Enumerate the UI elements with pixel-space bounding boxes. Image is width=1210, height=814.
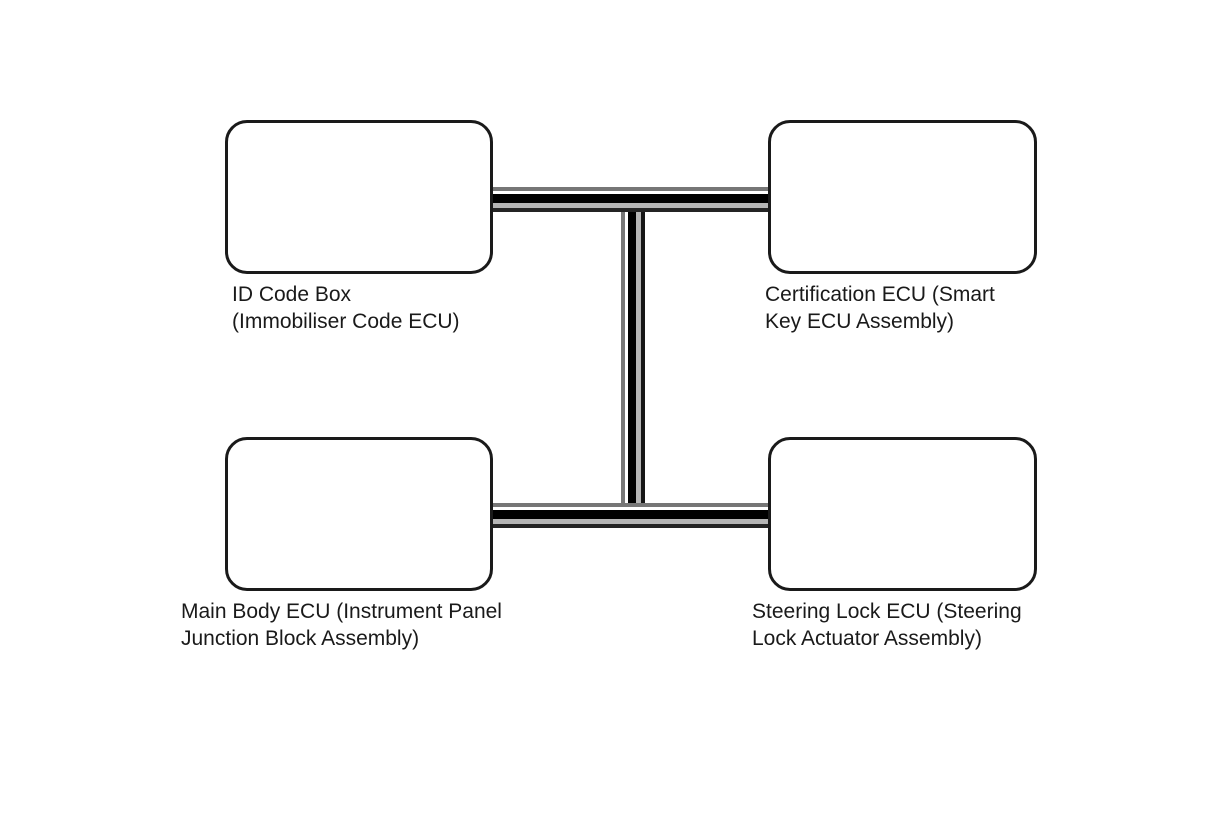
label-line: (Immobiliser Code ECU) <box>232 310 460 333</box>
label-line: ID Code Box <box>232 283 352 306</box>
label-line: Lock Actuator Assembly) <box>752 627 982 650</box>
bus-line-bottom-horizontal <box>491 503 770 528</box>
node-label-steering-lock-ecu: Steering Lock ECU (Steering Lock Actuato… <box>752 598 1022 652</box>
label-line: Junction Block Assembly) <box>181 627 420 650</box>
label-line: Key ECU Assembly) <box>765 310 955 333</box>
node-box-steering-lock-ecu <box>768 437 1037 591</box>
bus-line-vertical <box>621 196 645 518</box>
label-line: Main Body ECU (Instrument Panel <box>181 600 502 623</box>
node-box-main-body-ecu <box>225 437 493 591</box>
node-label-id-code-box: ID Code Box (Immobiliser Code ECU) <box>232 281 460 335</box>
bus-line-top-horizontal <box>491 187 770 212</box>
node-box-certification-ecu <box>768 120 1037 274</box>
label-line: Steering Lock ECU (Steering <box>752 600 1022 623</box>
node-label-main-body-ecu: Main Body ECU (Instrument Panel Junction… <box>181 598 502 652</box>
node-box-id-code-box <box>225 120 493 274</box>
node-label-certification-ecu: Certification ECU (Smart Key ECU Assembl… <box>765 281 995 335</box>
label-line: Certification ECU (Smart <box>765 283 995 306</box>
